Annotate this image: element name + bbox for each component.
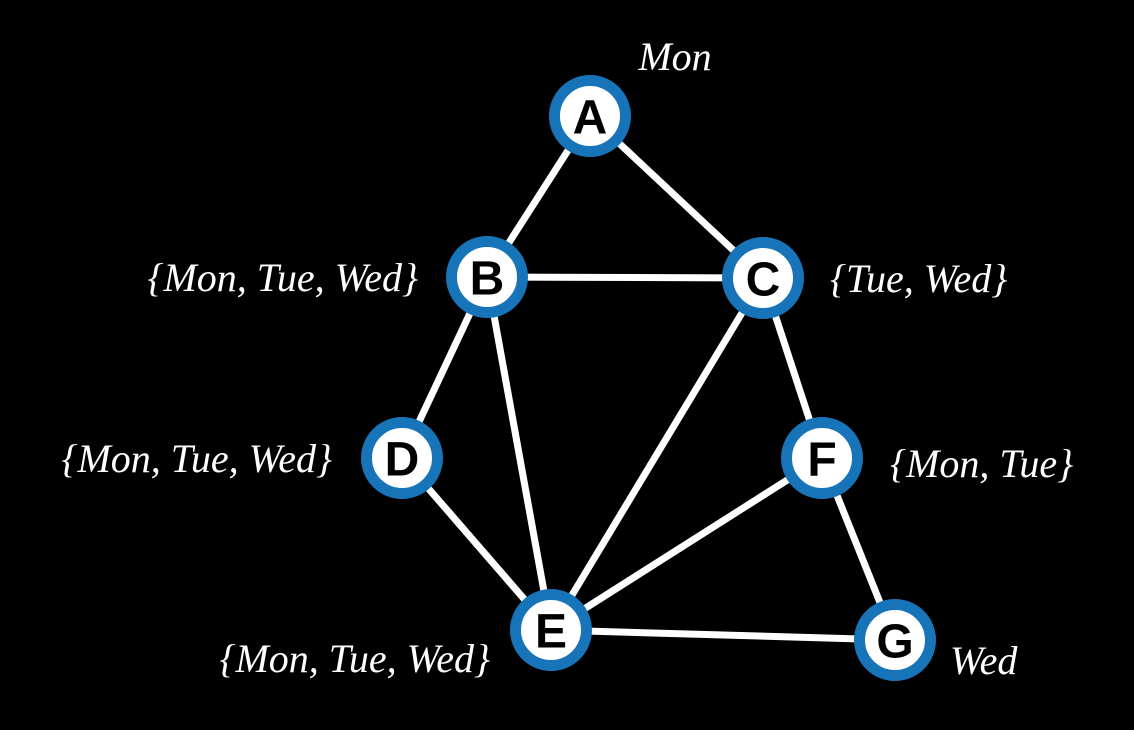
node-B-circle xyxy=(446,236,528,318)
node-A: A xyxy=(549,75,631,157)
node-C-circle xyxy=(722,237,804,319)
edge-B-C xyxy=(486,273,764,282)
node-B: B xyxy=(446,236,528,318)
node-C-letter: C xyxy=(746,254,781,307)
node-D: D xyxy=(361,417,443,499)
edge-B-E xyxy=(483,276,555,631)
node-A-domain-label: Mon xyxy=(637,34,711,79)
node-C-domain-label: {Tue, Wed} xyxy=(830,256,1007,301)
node-A-letter: A xyxy=(573,92,608,145)
node-G-domain-label: Wed xyxy=(950,638,1018,683)
node-F: F xyxy=(781,417,863,499)
node-D-domain-label: {Mon, Tue, Wed} xyxy=(61,436,332,481)
node-E: E xyxy=(510,589,592,671)
node-A-circle xyxy=(549,75,631,157)
node-D-circle xyxy=(361,417,443,499)
node-G-letter: G xyxy=(876,616,913,669)
node-G: G xyxy=(854,599,936,681)
node-F-letter: F xyxy=(807,434,836,487)
edge-E-F xyxy=(549,455,824,633)
node-B-domain-label: {Mon, Tue, Wed} xyxy=(147,255,418,300)
node-B-letter: B xyxy=(470,253,505,306)
edge-E-G xyxy=(550,626,896,644)
node-F-domain-label: {Mon, Tue} xyxy=(890,441,1073,486)
node-C: C xyxy=(722,237,804,319)
node-E-letter: E xyxy=(535,606,567,659)
node-D-letter: D xyxy=(385,434,420,487)
edge-C-E xyxy=(548,276,766,632)
node-F-circle xyxy=(781,417,863,499)
node-G-circle xyxy=(854,599,936,681)
node-E-circle xyxy=(510,589,592,671)
node-E-domain-label: {Mon, Tue, Wed} xyxy=(219,636,490,681)
